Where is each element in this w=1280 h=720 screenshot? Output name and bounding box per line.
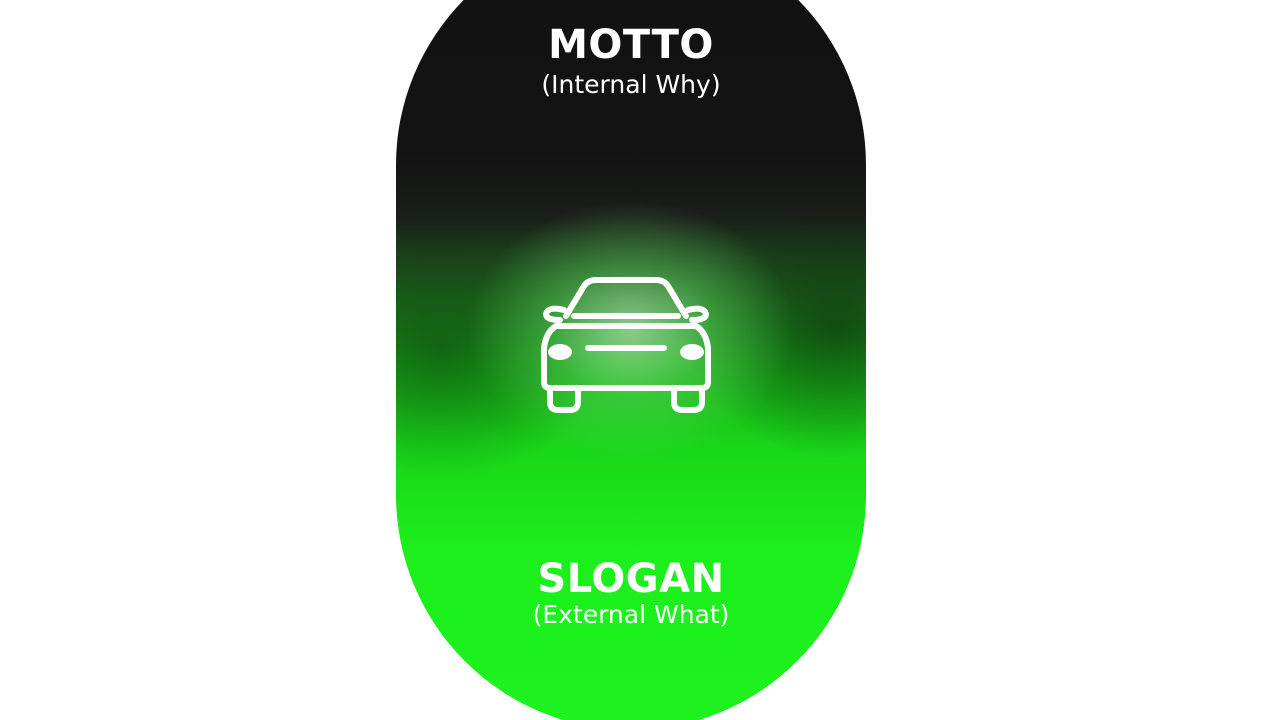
motto-title: MOTTO <box>548 22 714 68</box>
pill-shape: MOTTO (Internal Why) <box>396 0 866 720</box>
slogan-subtitle: (External What) <box>532 600 730 629</box>
motto-subtitle: (Internal Why) <box>541 70 721 99</box>
slogan-title: SLOGAN <box>537 556 725 602</box>
car-icon <box>541 277 711 413</box>
center-glow <box>466 200 796 460</box>
